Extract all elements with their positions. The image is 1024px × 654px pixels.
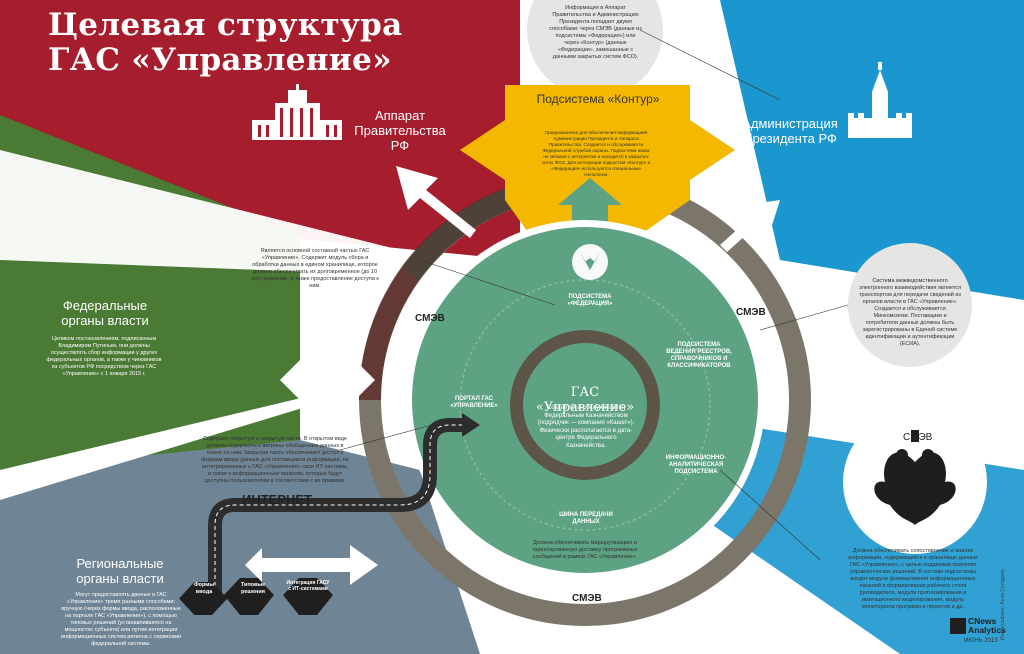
emblem-small-icon xyxy=(572,244,608,280)
apparat-label: Аппарат Правительства РФ xyxy=(350,108,450,153)
arrow-federal xyxy=(280,355,375,405)
kontur-arrow-right xyxy=(655,120,735,180)
ring-dark-left xyxy=(358,267,420,401)
smev-info-circle xyxy=(848,243,972,367)
federal-text: Целиком постановлением, подписанным Влад… xyxy=(46,336,162,377)
brand-line-2: Analytics xyxy=(968,625,1006,635)
subsystem-analytic: ИНФОРМАЦИОННО-АНАЛИТИЧЕСКАЯ ПОДСИСТЕМА xyxy=(665,455,727,475)
bus-info-text: Должна обеспечивать маршрутизацию и гара… xyxy=(532,540,638,560)
arrow-admin xyxy=(720,200,780,252)
federal-line-1: Федеральные xyxy=(62,298,148,313)
internet-label: ИНТЕРНЕТ xyxy=(242,492,313,507)
smev-ring-label-right: СМЭВ xyxy=(736,307,766,318)
pointer-analytic xyxy=(719,469,821,561)
federal-line-2: органы власти xyxy=(61,313,149,328)
double-headed-eagle-icon xyxy=(874,430,956,525)
subsystem-registry: ПОДСИСТЕМА ВЕДЕНИЯ РЕЕСТРОВ, СПРАВОЧНИКО… xyxy=(666,342,732,369)
brand-name: CNews Analytics xyxy=(968,617,1006,635)
kontur-title: Подсистема «Контур» xyxy=(536,92,660,106)
light-ray-left xyxy=(0,150,520,280)
top-info-circle xyxy=(527,0,663,98)
hex-forms-label: Формы ввода xyxy=(193,582,215,595)
hex-typical xyxy=(224,578,274,615)
brand-logo-icon xyxy=(950,618,966,634)
admin-label: Администрация Президента РФ xyxy=(735,116,845,146)
subsystem-dash-ring xyxy=(459,279,711,531)
pointer-top-right xyxy=(639,29,781,101)
brand-line-1: CNews xyxy=(968,616,997,626)
federal-label: Федеральные органы власти xyxy=(45,298,165,328)
pointer-federation xyxy=(419,259,556,306)
apparat-line-2: Правительства РФ xyxy=(354,123,446,153)
smev-ring-label-bottom: СМЭВ xyxy=(572,593,602,604)
light-ray-mid xyxy=(0,360,460,500)
credit-text: Инфографика: Анна Суходова xyxy=(1000,569,1006,640)
admin-line-1: Администрация xyxy=(742,116,838,131)
regional-line-2: органы власти xyxy=(76,571,164,586)
regional-text: Могут предоставлять данные в ГАС «Управл… xyxy=(60,592,182,647)
brand-date: ИЮНЬ 2013 xyxy=(964,638,998,644)
analytic-info-text: Должна обеспечивать сопоставление и анал… xyxy=(848,548,978,610)
portal-info-text: Содержит открытую и закрытую части. В от… xyxy=(201,436,349,484)
center-title: ГАС «Управление» xyxy=(535,385,635,415)
arrow-apparat xyxy=(396,166,476,238)
kontur-text: Предназначена для обеспечения информацие… xyxy=(541,130,651,177)
title-line-2: ГАС «Управление» xyxy=(48,42,392,78)
regional-line-1: Региональные xyxy=(76,556,164,571)
hex-integration xyxy=(283,578,333,615)
pointer-smev xyxy=(759,304,849,331)
center-disc xyxy=(523,343,647,467)
title-line-1: Целевая структура xyxy=(48,7,403,43)
admin-line-2: Президента РФ xyxy=(743,131,837,146)
arrow-regional xyxy=(245,545,378,585)
kontur-block xyxy=(505,85,690,235)
blue-sector xyxy=(720,0,1024,300)
subsystem-bus: ШИНА ПЕРЕДАЧИ ДАННЫХ xyxy=(559,512,613,525)
hex-integration-label: Интеграция ГАСУ с ИТ-системами xyxy=(286,580,330,592)
kontur-arrow-left xyxy=(460,120,540,180)
slate-sector xyxy=(0,440,480,654)
center-text: Создается и обслуживается Федеральным Ка… xyxy=(537,405,635,449)
smev-emblem-label: СМЭВ xyxy=(903,432,933,443)
hex-typical-label: Типовые решения xyxy=(240,582,266,595)
kremlin-tower-icon xyxy=(848,62,912,138)
subsystem-portal: ПОРТАЛ ГАС «УПРАВЛЕНИЕ» xyxy=(450,396,498,409)
internet-arrow-head xyxy=(462,413,480,437)
page-title: Целевая структура ГАС «Управление» xyxy=(48,8,403,78)
subsystem-federation: ПОДСИСТЕМА «ФЕДЕРАЦИЯ» xyxy=(567,294,613,307)
government-building-icon xyxy=(252,84,342,140)
hex-forms xyxy=(179,582,228,615)
internet-road-marking xyxy=(214,424,462,600)
federation-info-text: Является основной составной частью ГАС «… xyxy=(251,248,379,289)
smev-info-text: Система межведомственного электронного в… xyxy=(858,278,962,347)
pointer-portal xyxy=(339,419,451,451)
apparat-line-1: Аппарат xyxy=(374,108,426,123)
regional-label: Региональные органы власти xyxy=(60,556,180,586)
top-info-text: Информация в Аппарат Правительства и Адм… xyxy=(549,5,642,60)
smev-ring-label-left: СМЭВ xyxy=(415,313,445,324)
